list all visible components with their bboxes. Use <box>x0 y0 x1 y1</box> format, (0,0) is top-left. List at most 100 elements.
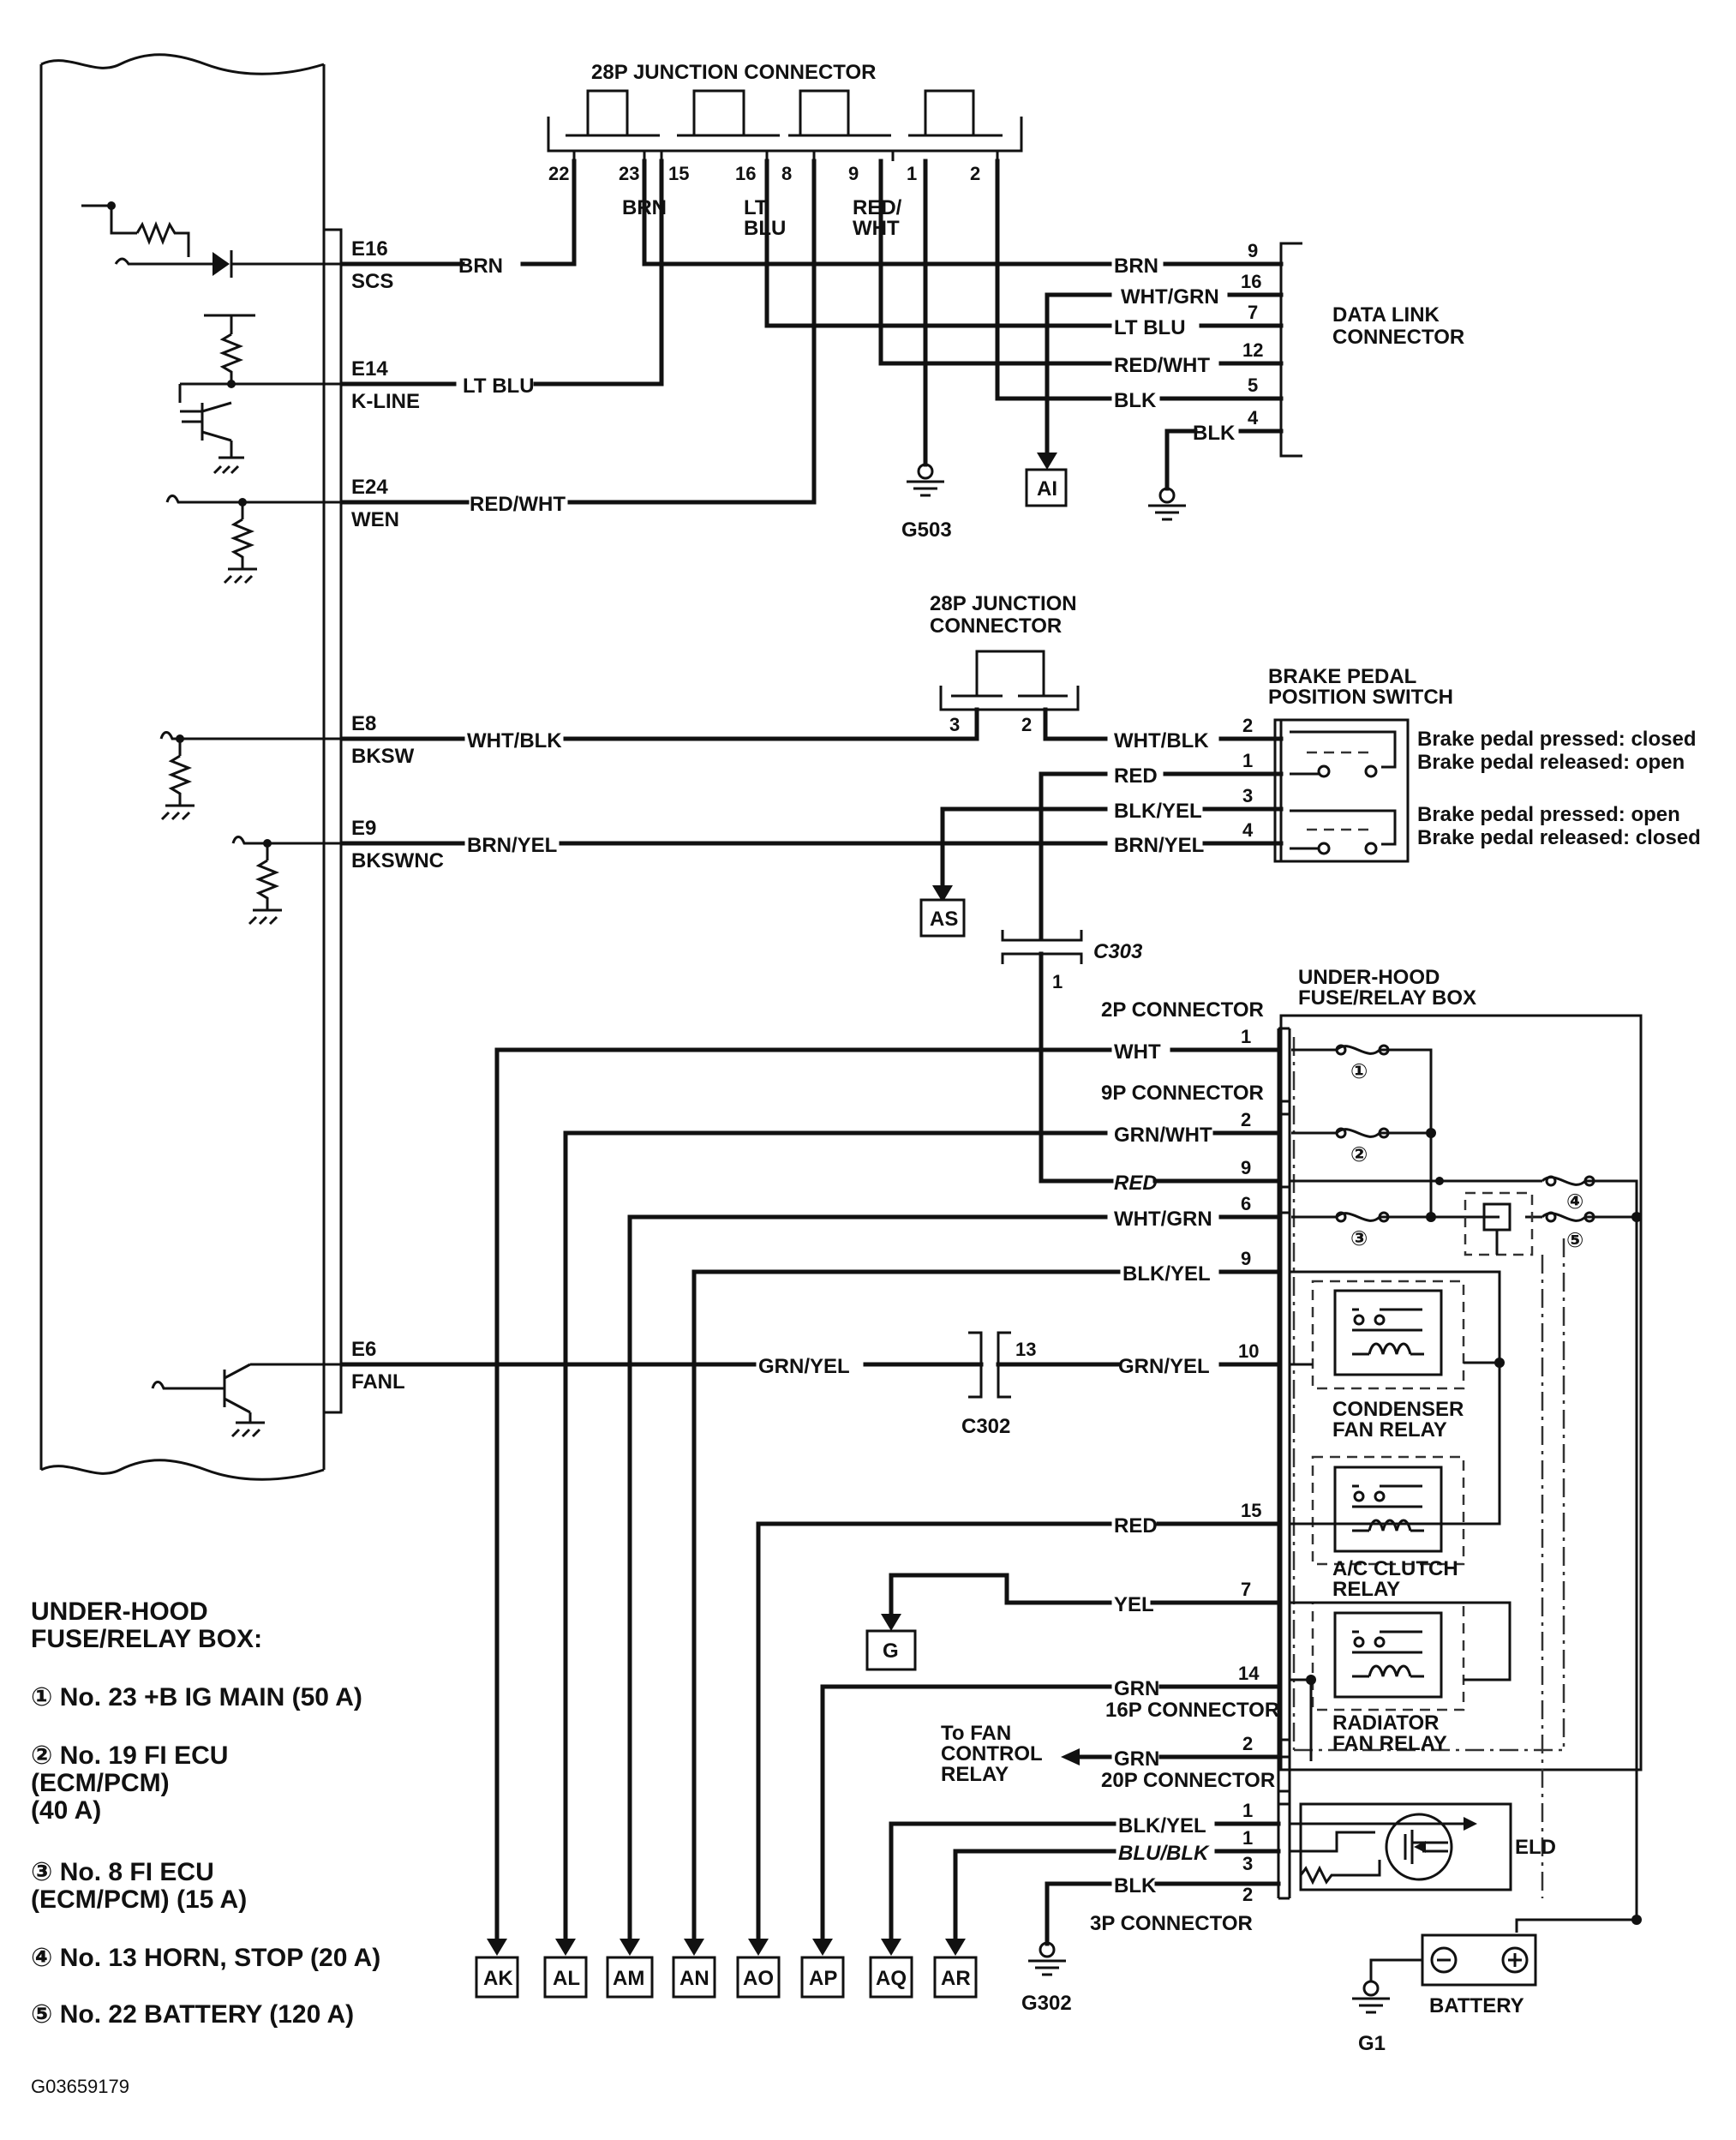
uh-pin-11: 1 <box>1242 1827 1253 1849</box>
dlc-pin-16: 16 <box>1241 271 1261 292</box>
figure-code: G03659179 <box>31 2076 129 2097</box>
ref-ao: AO <box>743 1967 774 1990</box>
ground-g302-label: G302 <box>1021 1992 1072 2015</box>
dlc-wire-5: BLK <box>1114 389 1157 412</box>
ref-ap: AP <box>809 1967 837 1990</box>
ref-g: G <box>865 1629 917 1671</box>
wire-e6-label: GRN/YEL <box>758 1355 850 1378</box>
ecm-terminal-labels: E16 SCS E14 K-LINE E24 WEN E8 BKSW E9 BK… <box>351 237 444 1394</box>
legend-item-4: ④ No. 13 HORN, STOP (20 A) <box>31 1944 380 1972</box>
fuse-mark-4: ④ <box>1566 1190 1583 1214</box>
ref-as-label: AS <box>930 908 958 931</box>
uh-pin-13: 2 <box>1242 1884 1253 1905</box>
dlc-wire-9: BRN <box>1114 255 1158 278</box>
ecm-e24-name: WEN <box>351 508 399 531</box>
ecm-e16-term: E16 <box>351 237 388 261</box>
wire-e14-label: LT BLU <box>463 375 535 398</box>
wire-e24-label: RED/WHT <box>470 493 566 516</box>
uh-pin-10: 1 <box>1242 1800 1253 1821</box>
c303-label: C303 <box>1093 940 1143 963</box>
top-junction-wire-redwht: RED/WHT <box>853 196 902 240</box>
top-junction-pin-1: 1 <box>907 163 917 184</box>
ground-g503: G503 <box>901 463 952 542</box>
top-junction-connector: 28P JUNCTION CONNECTOR 22 23 15 16 8 9 1… <box>547 61 1023 240</box>
ref-ak: AK <box>483 1967 513 1990</box>
ref-aq: AQ <box>876 1967 907 1990</box>
uh-wire-4: BLK/YEL <box>1122 1262 1211 1286</box>
brake-note-3: Brake pedal pressed: open <box>1417 803 1680 826</box>
c302-label: C302 <box>961 1415 1010 1438</box>
uh-pin-9: 2 <box>1242 1733 1253 1754</box>
dlc-pin-5: 5 <box>1248 375 1258 396</box>
uh-wire-1: GRN/WHT <box>1114 1124 1212 1147</box>
uh-pin-8: 14 <box>1238 1663 1260 1684</box>
uh-wire-7: YEL <box>1114 1593 1154 1616</box>
uh-pin-12: 3 <box>1242 1853 1253 1874</box>
ground-g503-label: G503 <box>901 519 952 542</box>
dlc-wire-4: BLK <box>1193 422 1236 445</box>
top-junction-pin-15: 15 <box>668 163 689 184</box>
ecm-e8-name: BKSW <box>351 745 415 768</box>
ecm-e6-name: FANL <box>351 1370 405 1394</box>
ecm-e16-name: SCS <box>351 270 393 293</box>
ref-ar: AR <box>941 1967 971 1990</box>
top-junction-pin-9: 9 <box>848 163 859 184</box>
uh-pin-0: 1 <box>1241 1026 1251 1047</box>
dlc-wire-7: LT BLU <box>1114 316 1186 339</box>
ecm-e6-term: E6 <box>351 1338 376 1361</box>
uh-pin-7: 7 <box>1241 1579 1251 1600</box>
ecm-internal-circuits <box>81 201 343 1438</box>
ref-ai-label: AI <box>1037 477 1057 501</box>
ref-as: AS <box>919 898 966 938</box>
uh-wire-3: WHT/GRN <box>1114 1208 1212 1231</box>
uh-pin-2: 9 <box>1241 1157 1251 1178</box>
ecm-e14-name: K-LINE <box>351 390 420 413</box>
conn-16p-label: 16P CONNECTOR <box>1105 1699 1279 1722</box>
ref-al: AL <box>553 1967 580 1990</box>
fuses: ① ② ③ ④ ⑤ <box>1290 1044 1642 1920</box>
top-junction-pin-8: 8 <box>781 163 792 184</box>
underhood-rows: WHT 1 GRN/WHT 2 RED 9 WHT/GRN 6 BLK/YEL … <box>494 1026 1281 1946</box>
top-wires: BRN LT BLU RED/WHT <box>340 159 1198 516</box>
dlc-pin-9: 9 <box>1248 240 1258 261</box>
uh-wire-6: RED <box>1114 1514 1158 1538</box>
conn-9p-label: 9P CONNECTOR <box>1101 1082 1264 1105</box>
top-junction-pin-23: 23 <box>619 163 639 184</box>
c303-pin: 1 <box>1052 971 1063 992</box>
uh-pin-4: 9 <box>1241 1248 1251 1269</box>
ecm-e14-term: E14 <box>351 357 388 381</box>
brake-wire-1: RED <box>1114 764 1158 788</box>
ground-g1-label: G1 <box>1358 2032 1386 2055</box>
legend-item-2: ② No. 19 FI ECU(ECM/PCM)(40 A) <box>31 1741 228 1825</box>
brake-wire-2: WHT/BLK <box>1114 729 1209 752</box>
brake-pin-2: 2 <box>1242 715 1253 736</box>
dlc-pin-4: 4 <box>1248 407 1259 429</box>
top-junction-pin-22: 22 <box>548 163 569 184</box>
dlc-wire-12: RED/WHT <box>1114 354 1210 377</box>
uh-pin-6: 15 <box>1241 1500 1261 1521</box>
ref-am: AM <box>613 1967 644 1990</box>
bottom-refs: AK AL AM AN AO AP AQ AR <box>475 1939 978 1999</box>
uh-wire-9: GRN <box>1114 1747 1159 1771</box>
wire-e8-label: WHT/BLK <box>467 729 562 752</box>
uh-wire-10: BLK/YEL <box>1118 1814 1206 1837</box>
ref-g-label: G <box>883 1639 899 1663</box>
dlc-pin-12: 12 <box>1242 339 1263 361</box>
brake-note-4: Brake pedal released: closed <box>1417 826 1701 849</box>
mid-junction-pin-2: 2 <box>1021 714 1032 735</box>
fuse-mark-5: ⑤ <box>1566 1229 1583 1252</box>
battery: BATTERY <box>1369 1915 1642 2017</box>
legend-item-1: ① No. 23 +B IG MAIN (50 A) <box>31 1683 362 1711</box>
fuse-mark-2: ② <box>1350 1143 1368 1166</box>
ecm-e9-term: E9 <box>351 817 376 840</box>
brake-wires: WHT/BLK BRN/YEL <box>340 707 1108 941</box>
dlc-pin-7: 7 <box>1248 302 1258 323</box>
